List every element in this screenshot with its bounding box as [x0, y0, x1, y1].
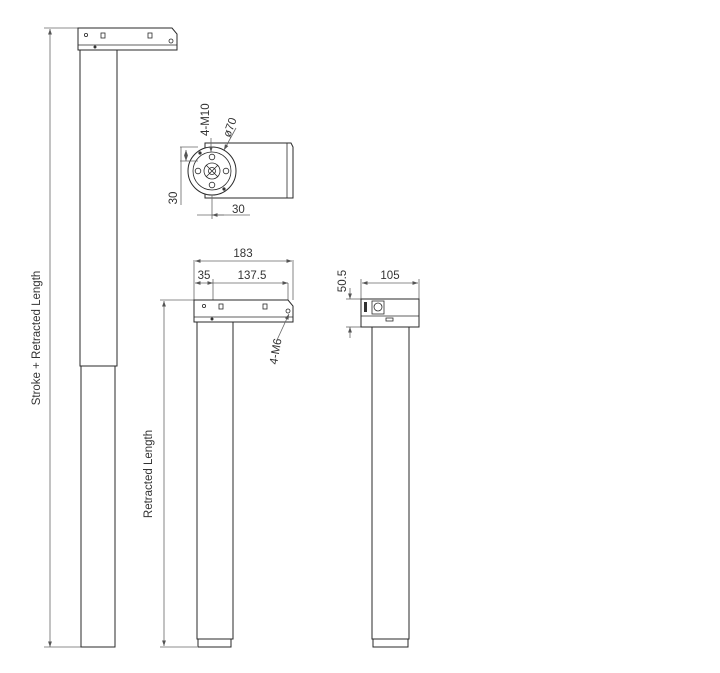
dimension-137-5: 137.5 [238, 270, 267, 282]
dimension-50-5: 50.5 [337, 270, 349, 292]
stroke-retracted-length-label: Stroke + Retracted Length [31, 271, 43, 406]
side-top-bracket [360, 298, 420, 328]
m6-thread-label: 4-M6 [268, 338, 284, 366]
retracted-foot [197, 638, 232, 648]
side-column [371, 326, 410, 640]
retracted-length-label: Retracted Length [143, 430, 155, 518]
retracted-top-bracket [193, 299, 294, 323]
top-view: 4-M10 ø70 30 30 [168, 103, 294, 219]
dimension-183: 183 [233, 248, 252, 260]
dimension-30-vertical: 30 [168, 192, 180, 205]
side-foot [372, 638, 409, 648]
top-bracket [77, 27, 178, 51]
dimension-30-horizontal: 30 [232, 204, 245, 216]
side-view: 105 50.5 [337, 270, 420, 648]
m10-thread-label: 4-M10 [200, 103, 212, 136]
retracted-front-view: 183 35 137.5 Retracted Length 4-M6 [143, 248, 294, 648]
diameter-70-label: ø70 [222, 116, 240, 139]
lower-column [80, 365, 116, 648]
dimension-105: 105 [380, 270, 399, 282]
extended-leg-view: Stroke + Retracted Length [31, 27, 178, 648]
dimension-35: 35 [198, 270, 211, 282]
retracted-column [196, 321, 234, 640]
upper-column [79, 49, 118, 367]
